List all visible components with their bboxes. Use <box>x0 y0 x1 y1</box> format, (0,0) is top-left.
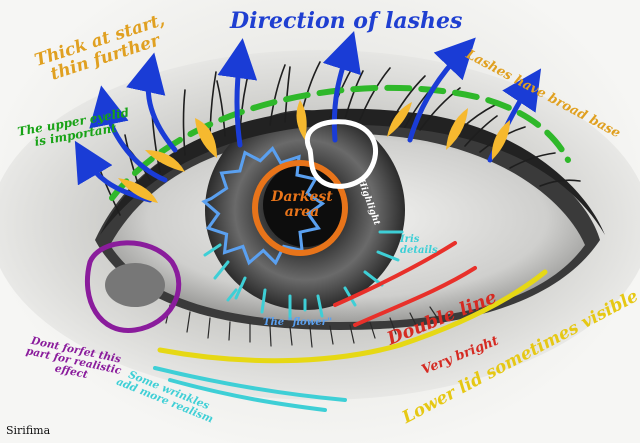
label-iris-line2: details <box>400 244 438 256</box>
label-flower: The "flower" <box>263 317 333 328</box>
label-iris-line1: Iris <box>400 234 420 245</box>
lower-lash-strokes <box>165 304 439 348</box>
darkest-area-circle <box>252 160 348 256</box>
double-line-red-2 <box>353 266 477 327</box>
wrinkle-line-1 <box>153 366 347 402</box>
double-line-red-1 <box>333 241 457 307</box>
arrow-lash-1 <box>74 140 153 203</box>
label-darkest-area: Darkest area <box>262 190 342 219</box>
tear-duct <box>105 263 165 307</box>
lower-lid-line <box>157 269 548 364</box>
arrow-lash-6 <box>407 37 476 143</box>
artist-signature: Sirifima <box>6 424 51 437</box>
arrow-lash-2 <box>89 85 168 183</box>
arrow-lash-3 <box>126 52 178 153</box>
highlight-circle <box>305 119 379 189</box>
arrow-lash-5 <box>322 30 361 143</box>
label-darkest-line2: area <box>284 203 320 220</box>
tear-duct-circle <box>84 240 182 333</box>
wrinkle-line-2 <box>168 378 327 412</box>
upper-lid-shadow <box>100 108 605 235</box>
upper-lid-guide-dashed <box>109 84 571 201</box>
lash-shape-highlights <box>118 100 510 203</box>
iris-flower-outline <box>201 146 326 266</box>
label-darkest-line1: Darkest <box>271 189 333 205</box>
title-direction-of-lashes: Direction of lashes <box>230 8 463 34</box>
iris-detail-rays <box>203 230 404 320</box>
label-iris-details: Iris details <box>400 234 438 256</box>
arrow-lash-4 <box>217 38 258 148</box>
